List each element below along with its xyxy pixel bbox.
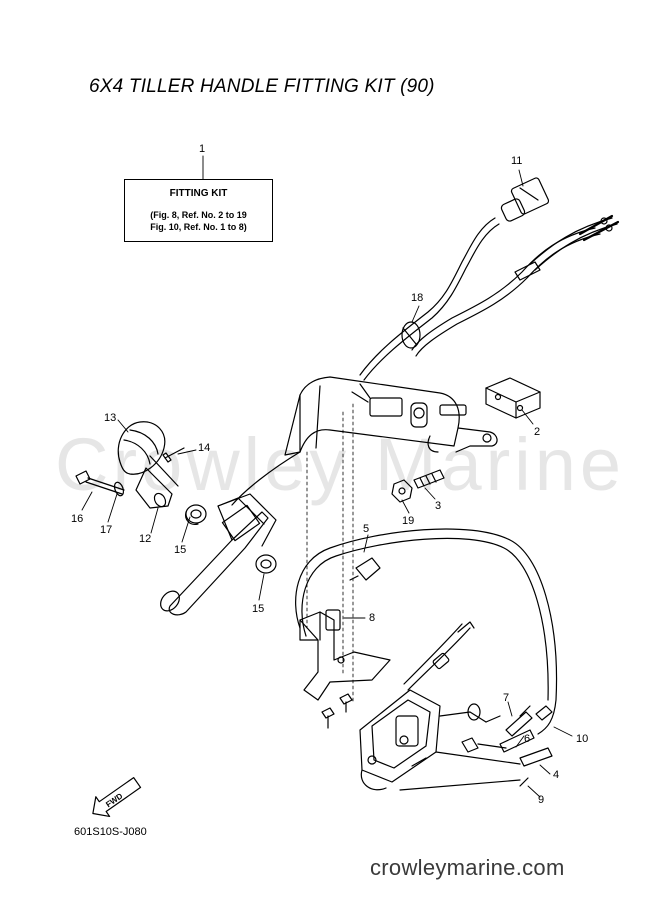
fitting-kit-line-1: (Fig. 8, Ref. No. 2 to 19 bbox=[150, 210, 247, 220]
tiller-arm bbox=[160, 451, 301, 616]
part-3-stud bbox=[413, 469, 445, 489]
link-rods bbox=[399, 703, 553, 791]
cable-ends bbox=[514, 214, 620, 281]
bracket-housing bbox=[284, 376, 498, 456]
fitting-kit-box: FITTING KIT (Fig. 8, Ref. No. 2 to 19 Fi… bbox=[124, 179, 273, 242]
ref-18: 18 bbox=[411, 292, 424, 304]
fitting-kit-heading: FITTING KIT bbox=[169, 188, 228, 199]
watermark: Crowley Marine bbox=[55, 423, 626, 506]
site-footer-url: crowleymarine.com bbox=[370, 855, 565, 880]
ref-16: 16 bbox=[71, 513, 84, 525]
part-19-nut bbox=[391, 479, 413, 503]
ref-3: 3 bbox=[435, 500, 442, 512]
part-15-bushing-a bbox=[185, 504, 207, 525]
ref-2: 2 bbox=[534, 426, 541, 438]
part-13-knob bbox=[117, 421, 166, 475]
ref-10: 10 bbox=[576, 733, 589, 745]
ref-7: 7 bbox=[503, 692, 510, 704]
diagram-code: 601S10S-J080 bbox=[74, 826, 147, 838]
connector-11 bbox=[500, 177, 550, 222]
ref-8: 8 bbox=[369, 612, 376, 624]
ref-12: 12 bbox=[139, 533, 152, 545]
part-12-arm bbox=[135, 455, 179, 509]
part-8-bracket bbox=[299, 609, 391, 701]
ref-1: 1 bbox=[199, 143, 206, 155]
part-17-washer bbox=[113, 481, 125, 497]
ref-17: 17 bbox=[100, 524, 113, 536]
ref-5: 5 bbox=[363, 523, 370, 535]
ref-4: 4 bbox=[553, 769, 560, 781]
side-wire bbox=[403, 621, 475, 691]
ref-6: 6 bbox=[524, 733, 531, 745]
page-title: 6X4 TILLER HANDLE FITTING KIT (90) bbox=[89, 76, 435, 97]
clamp-18 bbox=[401, 321, 421, 349]
ref-15-a: 15 bbox=[174, 544, 187, 556]
fitting-kit-line-2: Fig. 10, Ref. No. 1 to 8) bbox=[150, 222, 247, 232]
ref-19: 19 bbox=[402, 515, 415, 527]
ref-15-b: 15 bbox=[252, 603, 265, 615]
ref-13: 13 bbox=[104, 412, 117, 424]
wiring-harness bbox=[359, 217, 618, 381]
inner-connector bbox=[351, 383, 403, 417]
part-14-screw bbox=[162, 447, 185, 463]
loop-cable bbox=[295, 528, 558, 735]
part-15-bushing-b bbox=[255, 554, 277, 574]
ref-11: 11 bbox=[511, 155, 523, 167]
bracket-screws bbox=[321, 693, 353, 729]
ref-14: 14 bbox=[198, 442, 211, 454]
ref-9: 9 bbox=[538, 794, 545, 806]
part-5-clip bbox=[349, 557, 381, 581]
part-2-block bbox=[485, 377, 541, 419]
